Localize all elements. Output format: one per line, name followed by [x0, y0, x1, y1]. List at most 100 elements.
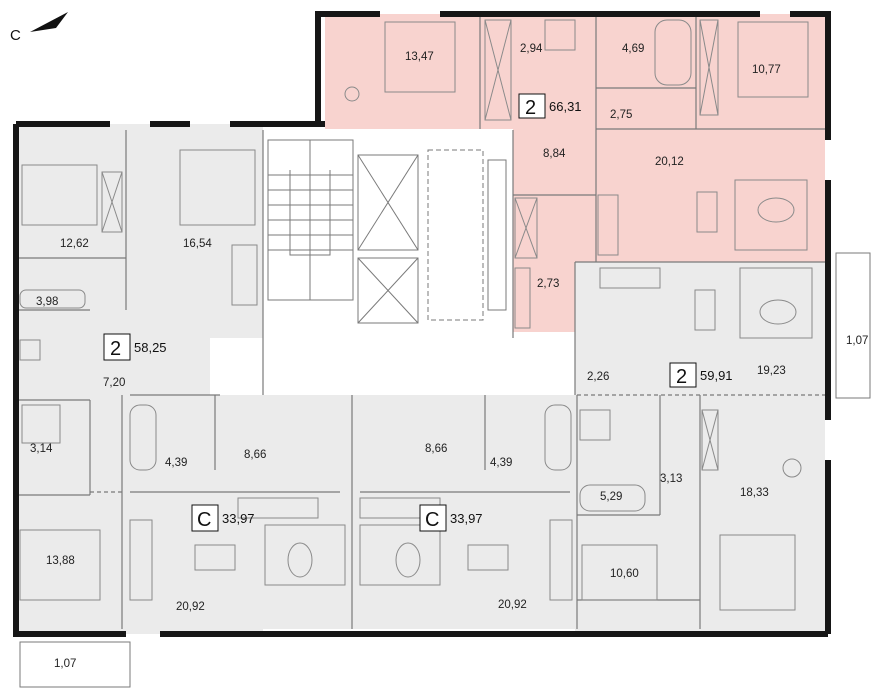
room-area: 13,88	[46, 555, 75, 567]
room-area: 16,54	[183, 238, 212, 250]
kitchen-counter	[231, 244, 258, 306]
studio-furniture	[129, 404, 573, 601]
sofa	[734, 179, 808, 251]
floor-fills	[16, 14, 825, 634]
plant-icon	[344, 86, 360, 102]
apt-a-area: 66,31	[549, 99, 582, 114]
elevator-shafts	[357, 149, 507, 324]
bed	[19, 529, 101, 601]
shower	[579, 409, 611, 441]
room-area: 13,47	[405, 51, 434, 63]
corridor-floor	[210, 338, 575, 395]
room-labels: 13,47 2,94 4,69 10,77 2,75 8,84 20,12 2,…	[30, 43, 868, 670]
north-label: С	[10, 27, 21, 44]
apt-c-area: 59,91	[700, 368, 733, 383]
staircase	[267, 139, 354, 301]
coffee-table	[395, 542, 421, 578]
room-area: 3,98	[36, 296, 58, 308]
dining-table	[467, 544, 509, 571]
wardrobe	[101, 171, 123, 233]
room-area: 4,69	[622, 43, 644, 55]
apartment-d-floor[interactable]	[122, 395, 352, 629]
bed	[21, 164, 98, 226]
bed	[581, 544, 658, 601]
apt-d-num-box	[191, 504, 219, 532]
plant-icon	[782, 458, 802, 478]
apt-c-rooms: 2	[676, 366, 687, 388]
outer-walls	[13, 11, 831, 637]
apartment-e-floor[interactable]	[352, 395, 577, 629]
elevator-1	[357, 154, 419, 251]
apt-b-num-box	[103, 333, 131, 361]
apt-e-num-box	[419, 504, 447, 532]
wardrobe	[484, 19, 512, 121]
room-area: 2,73	[537, 278, 559, 290]
room-area: 5,29	[600, 491, 622, 503]
shower	[21, 404, 61, 444]
apartment-a-furniture	[344, 19, 809, 329]
dining-table	[694, 289, 716, 331]
apartment-c-furniture	[579, 267, 813, 611]
room-area: 8,66	[425, 443, 447, 455]
kitchen-counter	[599, 267, 661, 289]
apt-e-rooms: С	[425, 509, 439, 531]
room-area: 20,92	[176, 601, 205, 613]
room-area: 2,26	[587, 371, 609, 383]
washer	[19, 339, 41, 361]
apt-c-num-box	[669, 362, 697, 388]
room-area: 10,60	[610, 568, 639, 580]
room-area: 10,77	[752, 64, 781, 76]
dining-table	[194, 544, 236, 571]
apartment-labels: 2 66,31 2 58,25 2 59,91 С 33,97 С 33,97	[103, 93, 733, 532]
dining-table	[696, 191, 718, 233]
north-arrow-icon	[30, 12, 68, 32]
balconies	[19, 252, 871, 688]
kitchen-counter	[129, 519, 153, 601]
bathtub	[579, 484, 646, 512]
room-area: 8,66	[244, 449, 266, 461]
room-area: 19,23	[757, 365, 786, 377]
apt-a-num-box	[518, 93, 546, 119]
kitchen-counter	[597, 194, 619, 256]
balcony-bottom	[19, 641, 131, 688]
bed	[384, 21, 456, 93]
bathtub	[654, 19, 692, 86]
coffee-table	[757, 197, 795, 223]
apt-a-rooms: 2	[525, 97, 536, 119]
bed	[719, 534, 796, 611]
apt-b-area: 58,25	[134, 340, 167, 355]
room-area: 4,39	[490, 457, 512, 469]
apt-d-area: 33,97	[222, 511, 255, 526]
bathtub	[19, 289, 86, 309]
coffee-table	[759, 299, 797, 325]
room-area: 12,62	[60, 238, 89, 250]
room-area: 8,84	[543, 148, 566, 160]
sofa	[739, 267, 813, 339]
wardrobe	[701, 409, 719, 471]
elevator-2	[357, 257, 419, 324]
room-area: 4,39	[165, 457, 187, 469]
compass: С	[10, 12, 68, 44]
apt-e-area: 33,97	[450, 511, 483, 526]
apartment-a-storage-floor[interactable]	[513, 262, 575, 332]
interior-walls	[16, 14, 825, 629]
balcony-area: 1,07	[54, 658, 76, 670]
balcony-right	[835, 252, 871, 399]
room-area: 20,12	[655, 156, 684, 168]
kitchen-counter	[549, 519, 573, 601]
apartment-b-furniture	[19, 149, 258, 601]
apt-b-rooms: 2	[110, 338, 121, 360]
coffee-table	[287, 542, 313, 578]
balcony-area: 1,07	[846, 335, 868, 347]
apt-d-rooms: С	[197, 509, 211, 531]
room-area: 7,20	[103, 377, 125, 389]
bathtub	[544, 404, 572, 471]
bed	[737, 21, 809, 98]
shower	[544, 19, 576, 51]
room-area: 20,92	[498, 599, 527, 611]
wardrobe	[514, 197, 538, 259]
bathtub	[129, 404, 157, 471]
room-area: 3,14	[30, 443, 53, 455]
sofa	[264, 524, 346, 586]
